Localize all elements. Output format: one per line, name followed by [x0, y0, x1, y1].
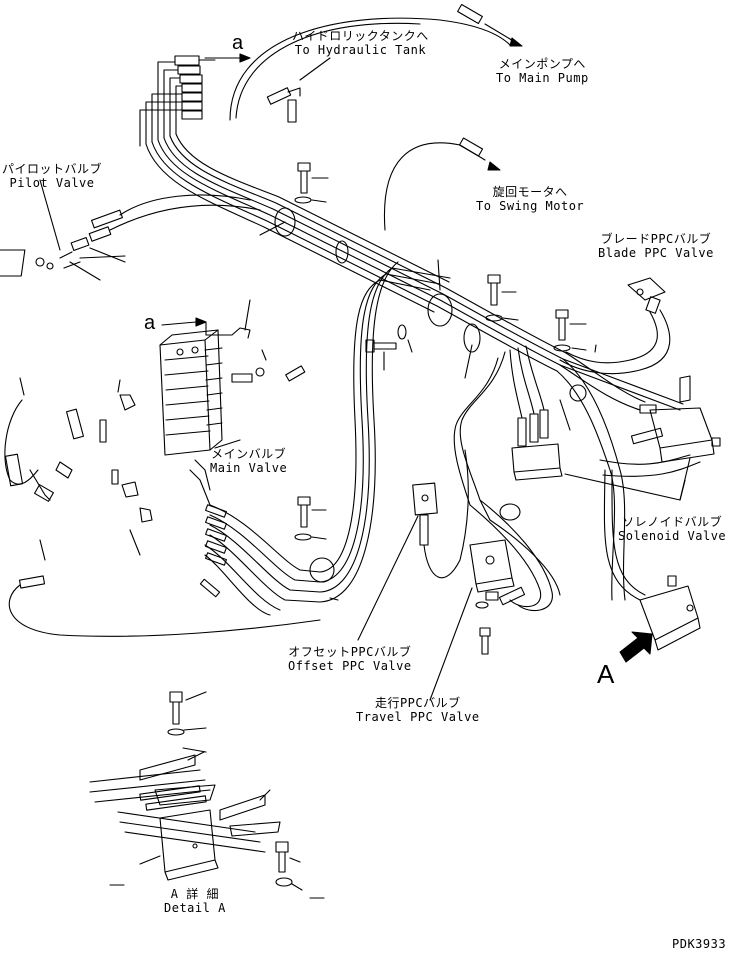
swing-motor-fitting — [458, 137, 501, 171]
travel-ppc-valve-body — [469, 539, 526, 655]
blade-ppc-valve-body — [627, 277, 666, 314]
bolt-set-3 — [553, 309, 587, 352]
leader-lines — [19, 221, 691, 701]
pressure-switch-hoses — [453, 345, 545, 521]
view-label-a: A — [597, 659, 615, 689]
bolt-set-5 — [294, 496, 327, 541]
bolt-set-1 — [294, 162, 329, 204]
label-main-pump-jp: メインポンプへ — [498, 57, 586, 71]
lower-return-hose — [8, 584, 321, 637]
bolt-set-2 — [485, 274, 519, 322]
pressure-switch-block — [511, 409, 563, 481]
solenoid-valve-body — [630, 375, 721, 463]
left-return-hose — [4, 399, 39, 485]
main-hose-bundle — [145, 133, 684, 411]
pilot-valve-body — [0, 209, 124, 277]
blade-ppc-hose — [559, 309, 671, 375]
detail-a-view — [89, 691, 325, 899]
label-detail-a-en: Detail A — [164, 900, 226, 915]
label-main-valve: メインバルブ Main Valve — [210, 447, 288, 476]
main-pump-fitting — [457, 3, 523, 47]
offset-ppc-hose — [423, 449, 469, 579]
hydraulic-tank-fitting — [266, 57, 331, 123]
label-main-pump: メインポンプへ To Main Pump — [496, 57, 589, 86]
label-travel-ppc-en: Travel PPC Valve — [356, 709, 480, 724]
view-a-arrow-icon — [619, 631, 653, 663]
upper-left-fittings — [174, 55, 241, 120]
upper-left-hose-group — [139, 61, 183, 147]
label-offset-ppc: オフセットPPCバルブ Offset PPC Valve — [288, 645, 412, 674]
ref-a-arrow-mid — [161, 321, 197, 326]
label-offset-ppc-jp: オフセットPPCバルブ — [288, 645, 412, 659]
drawing-code: PDK3933 — [672, 937, 727, 951]
label-swing-motor-jp: 旋回モータへ — [492, 185, 568, 199]
label-blade-ppc-en: Blade PPC Valve — [598, 245, 714, 260]
offset-ppc-valve-body — [412, 482, 438, 546]
label-travel-ppc-jp: 走行PPCバルブ — [374, 696, 461, 710]
label-swing-motor: 旋回モータへ To Swing Motor — [476, 185, 585, 214]
travel-ppc-hoses — [469, 499, 561, 612]
label-solenoid-valve-en: Solenoid Valve — [618, 528, 727, 543]
ref-label-a-top: a — [232, 32, 244, 54]
label-pilot-valve: パイロットバルブ Pilot Valve — [2, 162, 103, 191]
label-detail-a-jp: A 詳 細 — [170, 887, 219, 901]
label-offset-ppc-en: Offset PPC Valve — [288, 658, 412, 673]
label-solenoid-valve: ソレノイドバルブ Solenoid Valve — [618, 515, 727, 544]
main-valve-body — [159, 329, 223, 456]
bolt-set-4 — [365, 324, 413, 371]
label-swing-motor-en: To Swing Motor — [476, 198, 585, 213]
label-pilot-valve-en: Pilot Valve — [9, 175, 95, 190]
label-main-valve-jp: メインバルブ — [211, 447, 287, 461]
solenoid-feed-hoses — [556, 352, 701, 601]
label-blade-ppc: ブレードPPCバルブ Blade PPC Valve — [598, 232, 714, 261]
main-valve-fittings — [55, 365, 306, 523]
label-pilot-valve-jp: パイロットバルブ — [2, 162, 103, 176]
arrow-head-icon — [239, 53, 251, 63]
lower-hose-fittings — [199, 504, 227, 598]
label-solenoid-valve-jp: ソレノイドバルブ — [622, 515, 723, 529]
label-blade-ppc-jp: ブレードPPCバルブ — [600, 232, 712, 246]
lower-left-fittings — [4, 453, 54, 589]
label-travel-ppc: 走行PPCバルブ Travel PPC Valve — [356, 696, 480, 725]
detail-a-bracket — [639, 575, 701, 651]
swing-motor-hose — [383, 142, 486, 231]
label-main-pump-en: To Main Pump — [496, 70, 589, 85]
label-hydraulic-tank-en: To Hydraulic Tank — [294, 42, 427, 57]
label-hydraulic-tank-jp: ハイドロリックタンクへ — [292, 29, 429, 43]
label-main-valve-en: Main Valve — [210, 460, 288, 475]
label-hydraulic-tank: ハイドロリックタンクへ To Hydraulic Tank — [292, 29, 429, 58]
main-valve-lower-hoses — [189, 261, 451, 616]
label-detail-a: A 詳 細 Detail A — [164, 887, 226, 916]
hydraulic-tank-hose — [229, 17, 511, 121]
hose-clamps — [274, 207, 587, 583]
ref-label-a-mid: a — [144, 312, 156, 334]
